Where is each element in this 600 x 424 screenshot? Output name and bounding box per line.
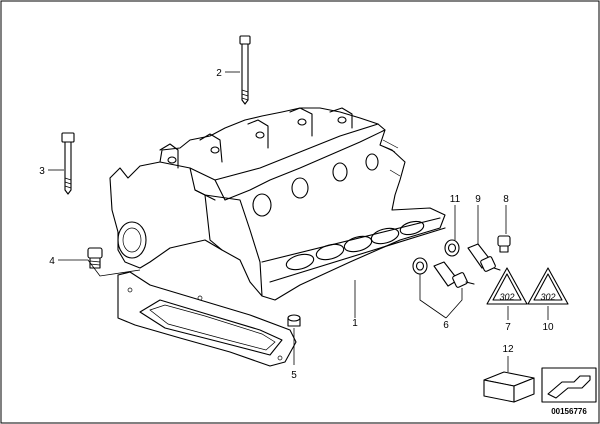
warning-label-right-text: 302	[540, 292, 555, 302]
callout-2: 2	[216, 68, 222, 79]
sealing-plug[interactable]	[287, 314, 301, 327]
document-number: 00156776	[551, 407, 587, 416]
warning-label-left-text: 302	[499, 292, 514, 302]
temperature-sender[interactable]	[467, 243, 501, 272]
callout-10: 10	[542, 322, 554, 333]
warning-label-left[interactable]: 302	[486, 267, 528, 305]
cylinder-head-bolt-long[interactable]	[239, 35, 251, 105]
callout-5: 5	[291, 370, 297, 381]
callout-11: 11	[450, 194, 461, 205]
warning-label-right[interactable]: 302	[527, 267, 569, 305]
oil-pan-gasket[interactable]	[117, 271, 297, 367]
callout-9: 9	[475, 194, 481, 205]
ring-seal[interactable]	[444, 239, 460, 257]
callout-7: 7	[505, 322, 511, 333]
callout-3: 3	[39, 166, 45, 177]
cylinder-head-bolt-short[interactable]	[61, 132, 75, 195]
sealing-compound-box[interactable]	[483, 371, 535, 403]
callout-numbers: 1 2 3 4 5 6 7 8 9 10 11 12	[39, 68, 554, 381]
callout-12: 12	[502, 344, 514, 355]
threaded-plug[interactable]	[497, 235, 511, 253]
callout-4: 4	[49, 256, 55, 267]
screw-plug[interactable]	[87, 247, 103, 269]
callout-8: 8	[503, 194, 509, 205]
sensor-assembly[interactable]	[412, 257, 475, 288]
leader-lines	[48, 71, 549, 372]
callout-6: 6	[443, 320, 449, 331]
navigation-arrow-box[interactable]	[541, 367, 597, 403]
engine-block[interactable]	[109, 107, 446, 301]
callout-1: 1	[352, 318, 358, 329]
